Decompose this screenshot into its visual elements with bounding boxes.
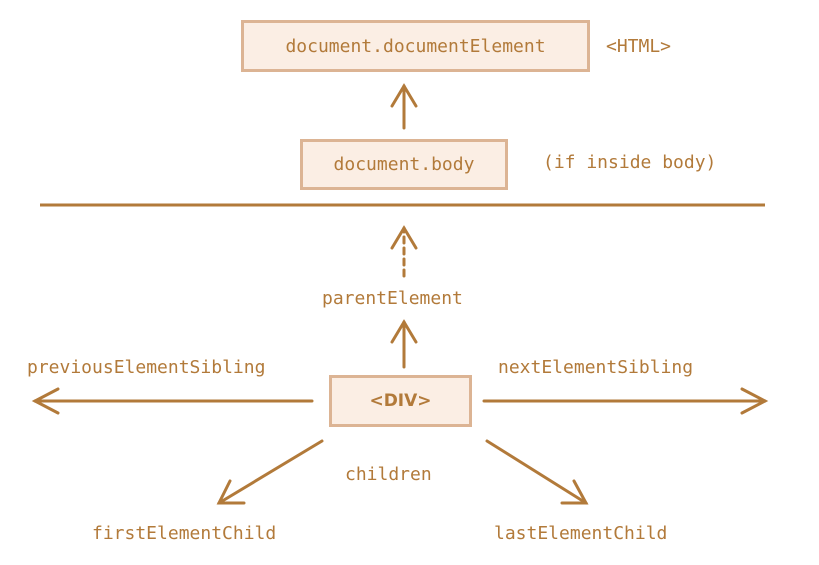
previous-element-sibling-label: previousElementSibling [27, 357, 266, 378]
arrow-previous-sibling [31, 387, 314, 415]
div-node: <DIV> [329, 375, 472, 427]
children-label: children [345, 464, 432, 485]
next-element-sibling-label: nextElementSibling [498, 357, 694, 378]
document-element-node: document.documentElement [241, 20, 590, 72]
last-element-child-label: lastElementChild [494, 523, 668, 544]
arrow-first-child [216, 439, 324, 505]
arrow-last-child [485, 439, 589, 505]
arrow-next-sibling [482, 387, 769, 415]
arrow-parent-to-body-dashed [390, 225, 418, 278]
document-body-node: document.body [300, 139, 508, 190]
arrow-div-to-parent [390, 319, 418, 369]
first-element-child-label: firstElementChild [92, 523, 277, 544]
arrow-body-to-document-element [390, 83, 418, 130]
html-label: <HTML> [606, 36, 672, 57]
parent-element-label: parentElement [322, 288, 463, 309]
if-inside-body-label: (if inside body) [543, 152, 717, 173]
